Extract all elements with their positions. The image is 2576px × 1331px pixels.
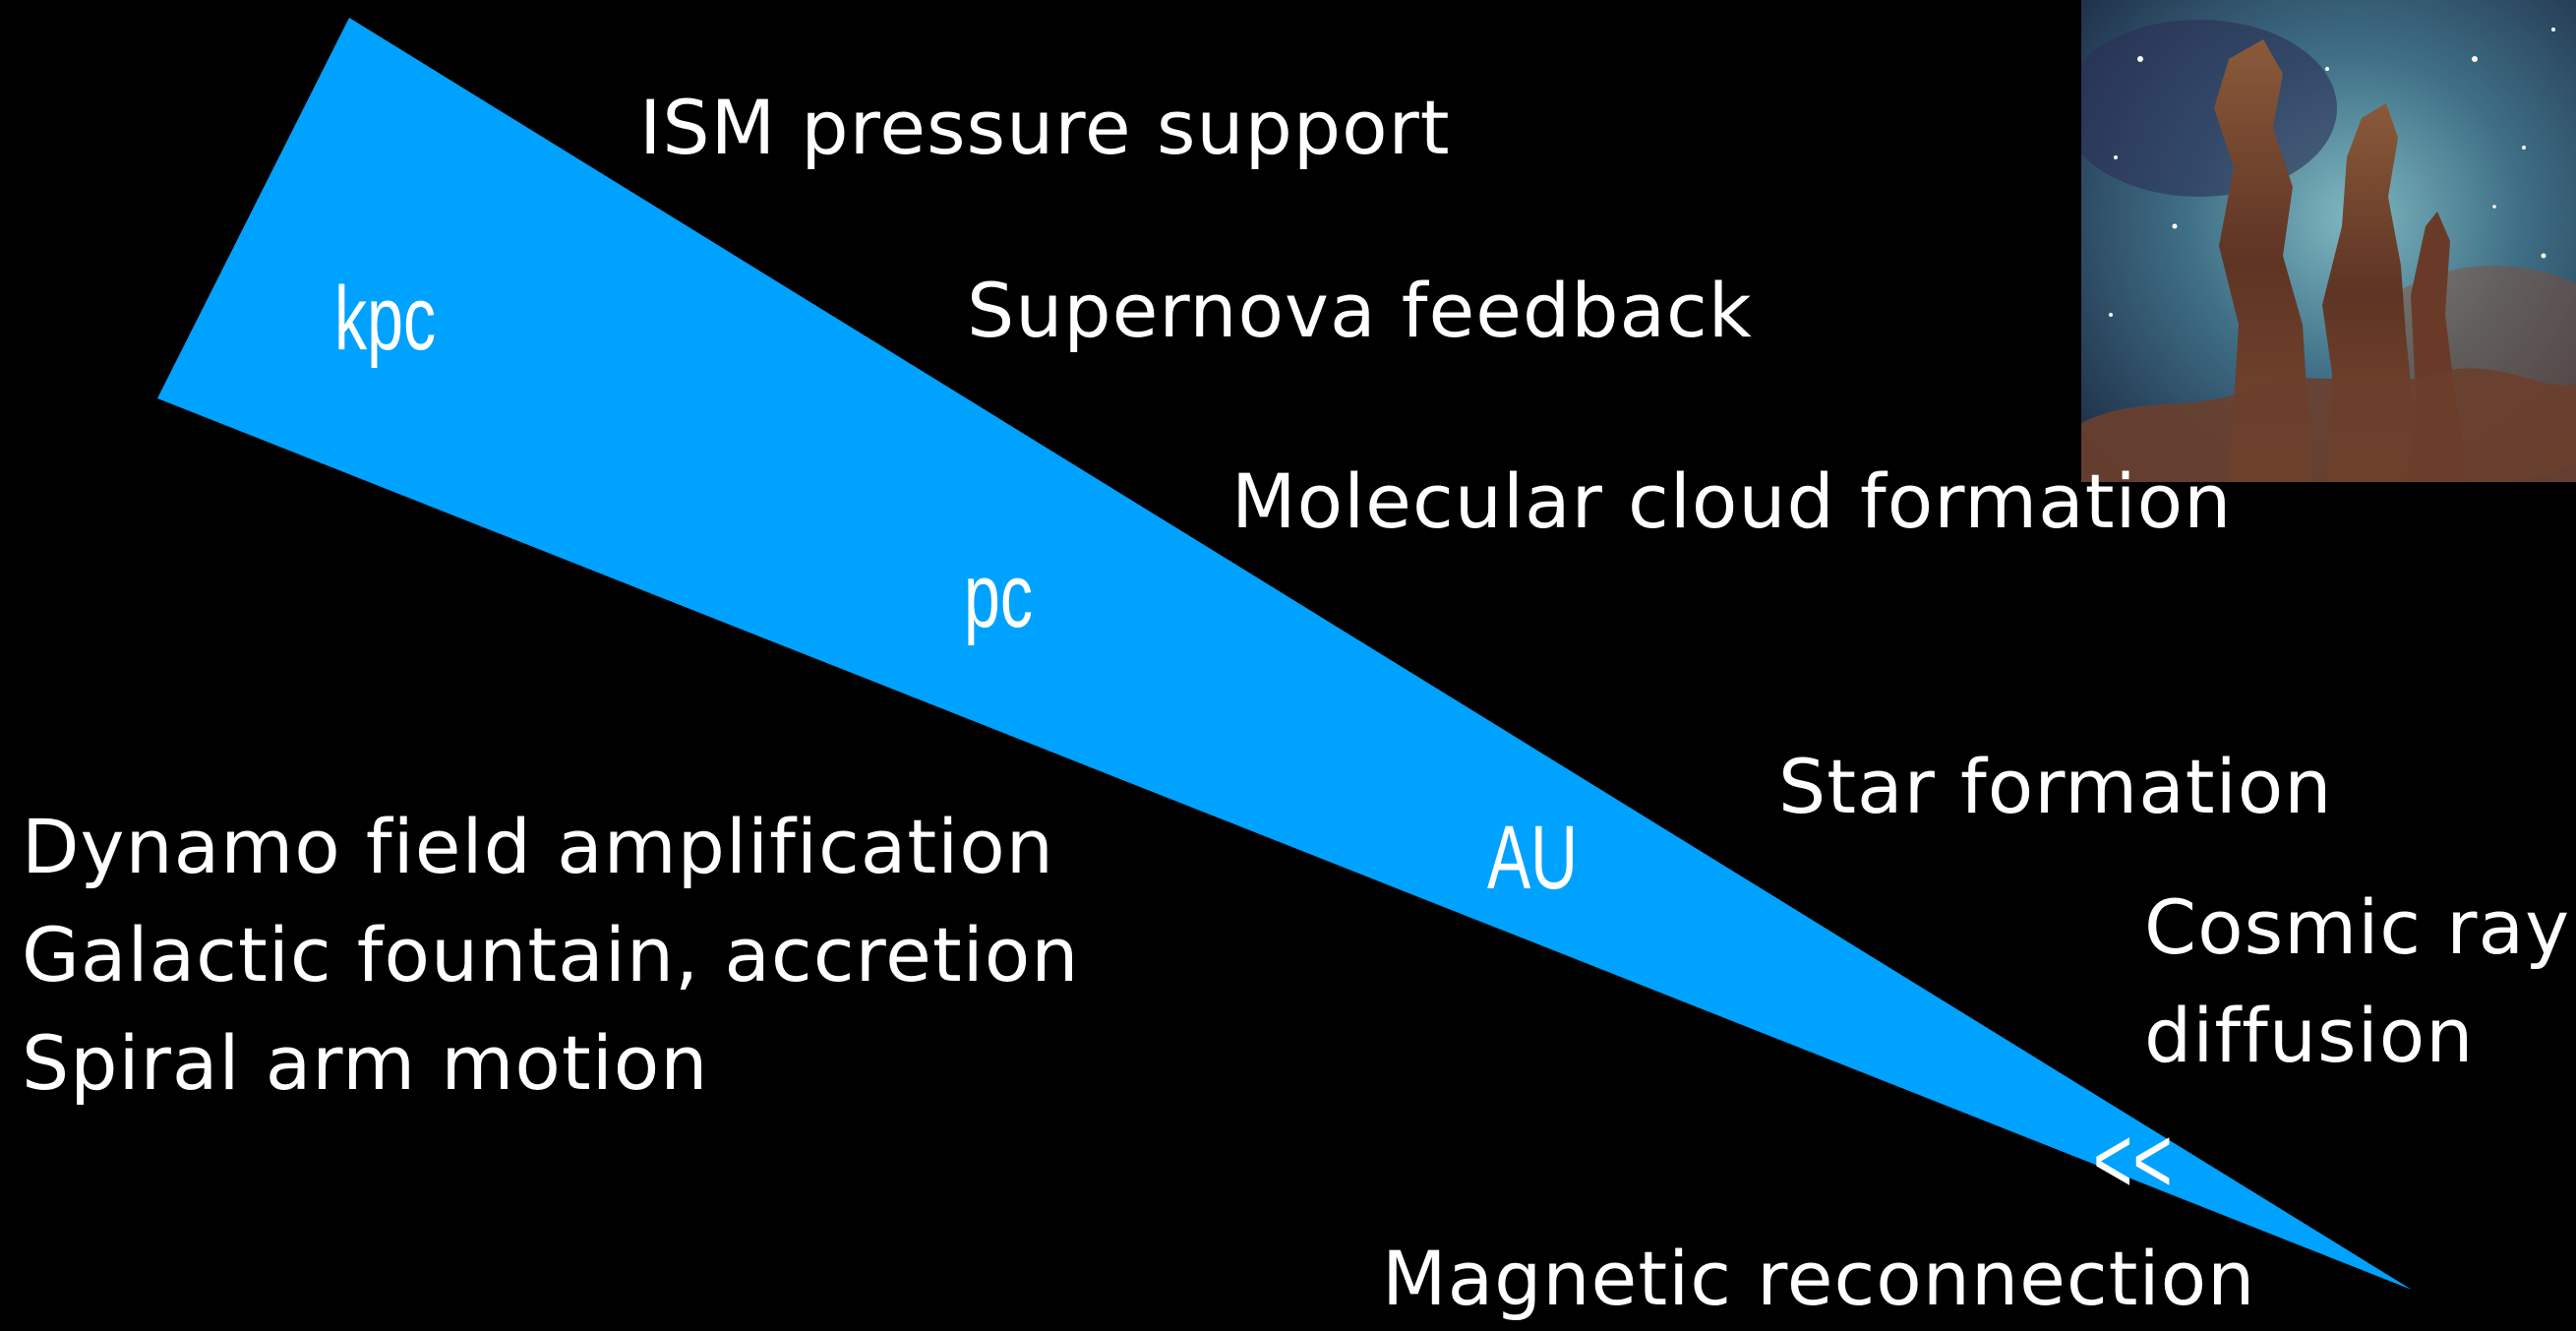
scale-wedge xyxy=(157,18,2412,1290)
label-cosmic-ray-diffusion: Cosmic ray diffusion xyxy=(2144,874,2570,1090)
label-large-scale-processes: Dynamo field amplification Galactic foun… xyxy=(22,793,1079,1118)
label-galactic-fountain: Galactic fountain, accretion xyxy=(22,911,1080,998)
label-supernova-feedback: Supernova feedback xyxy=(967,267,1753,354)
label-cosmic-ray-line2: diffusion xyxy=(2144,992,2475,1079)
nebula-photo xyxy=(2081,0,2576,482)
scale-label-pc: pc xyxy=(964,546,1033,646)
label-spiral-arm-motion: Spiral arm motion xyxy=(22,1019,709,1107)
label-cosmic-ray-line1: Cosmic ray xyxy=(2144,883,2571,971)
scale-label-arrow: << xyxy=(2093,1108,2173,1213)
label-molecular-cloud-formation: Molecular cloud formation xyxy=(1231,457,2233,545)
scale-label-kpc: kpc xyxy=(334,269,437,369)
label-magnetic-reconnection: Magnetic reconnection xyxy=(1382,1235,2256,1322)
scale-label-au: AU xyxy=(1487,808,1579,908)
label-ism-pressure-support: ISM pressure support xyxy=(639,84,1451,171)
label-dynamo-field-amplification: Dynamo field amplification xyxy=(22,803,1054,890)
label-star-formation: Star formation xyxy=(1778,743,2333,830)
